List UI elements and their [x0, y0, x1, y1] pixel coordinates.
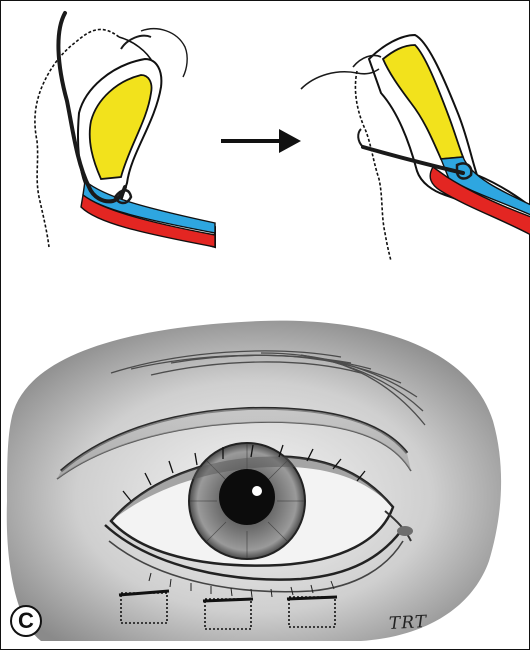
panel-label: C	[10, 605, 42, 637]
eyelid-cross-section-after	[301, 35, 530, 261]
arrow-right-icon	[221, 129, 301, 153]
eye-pupil	[219, 469, 275, 525]
artist-signature: TRT	[389, 612, 428, 634]
eye-icon	[7, 321, 501, 641]
eyelid-cross-section-before	[35, 13, 215, 247]
